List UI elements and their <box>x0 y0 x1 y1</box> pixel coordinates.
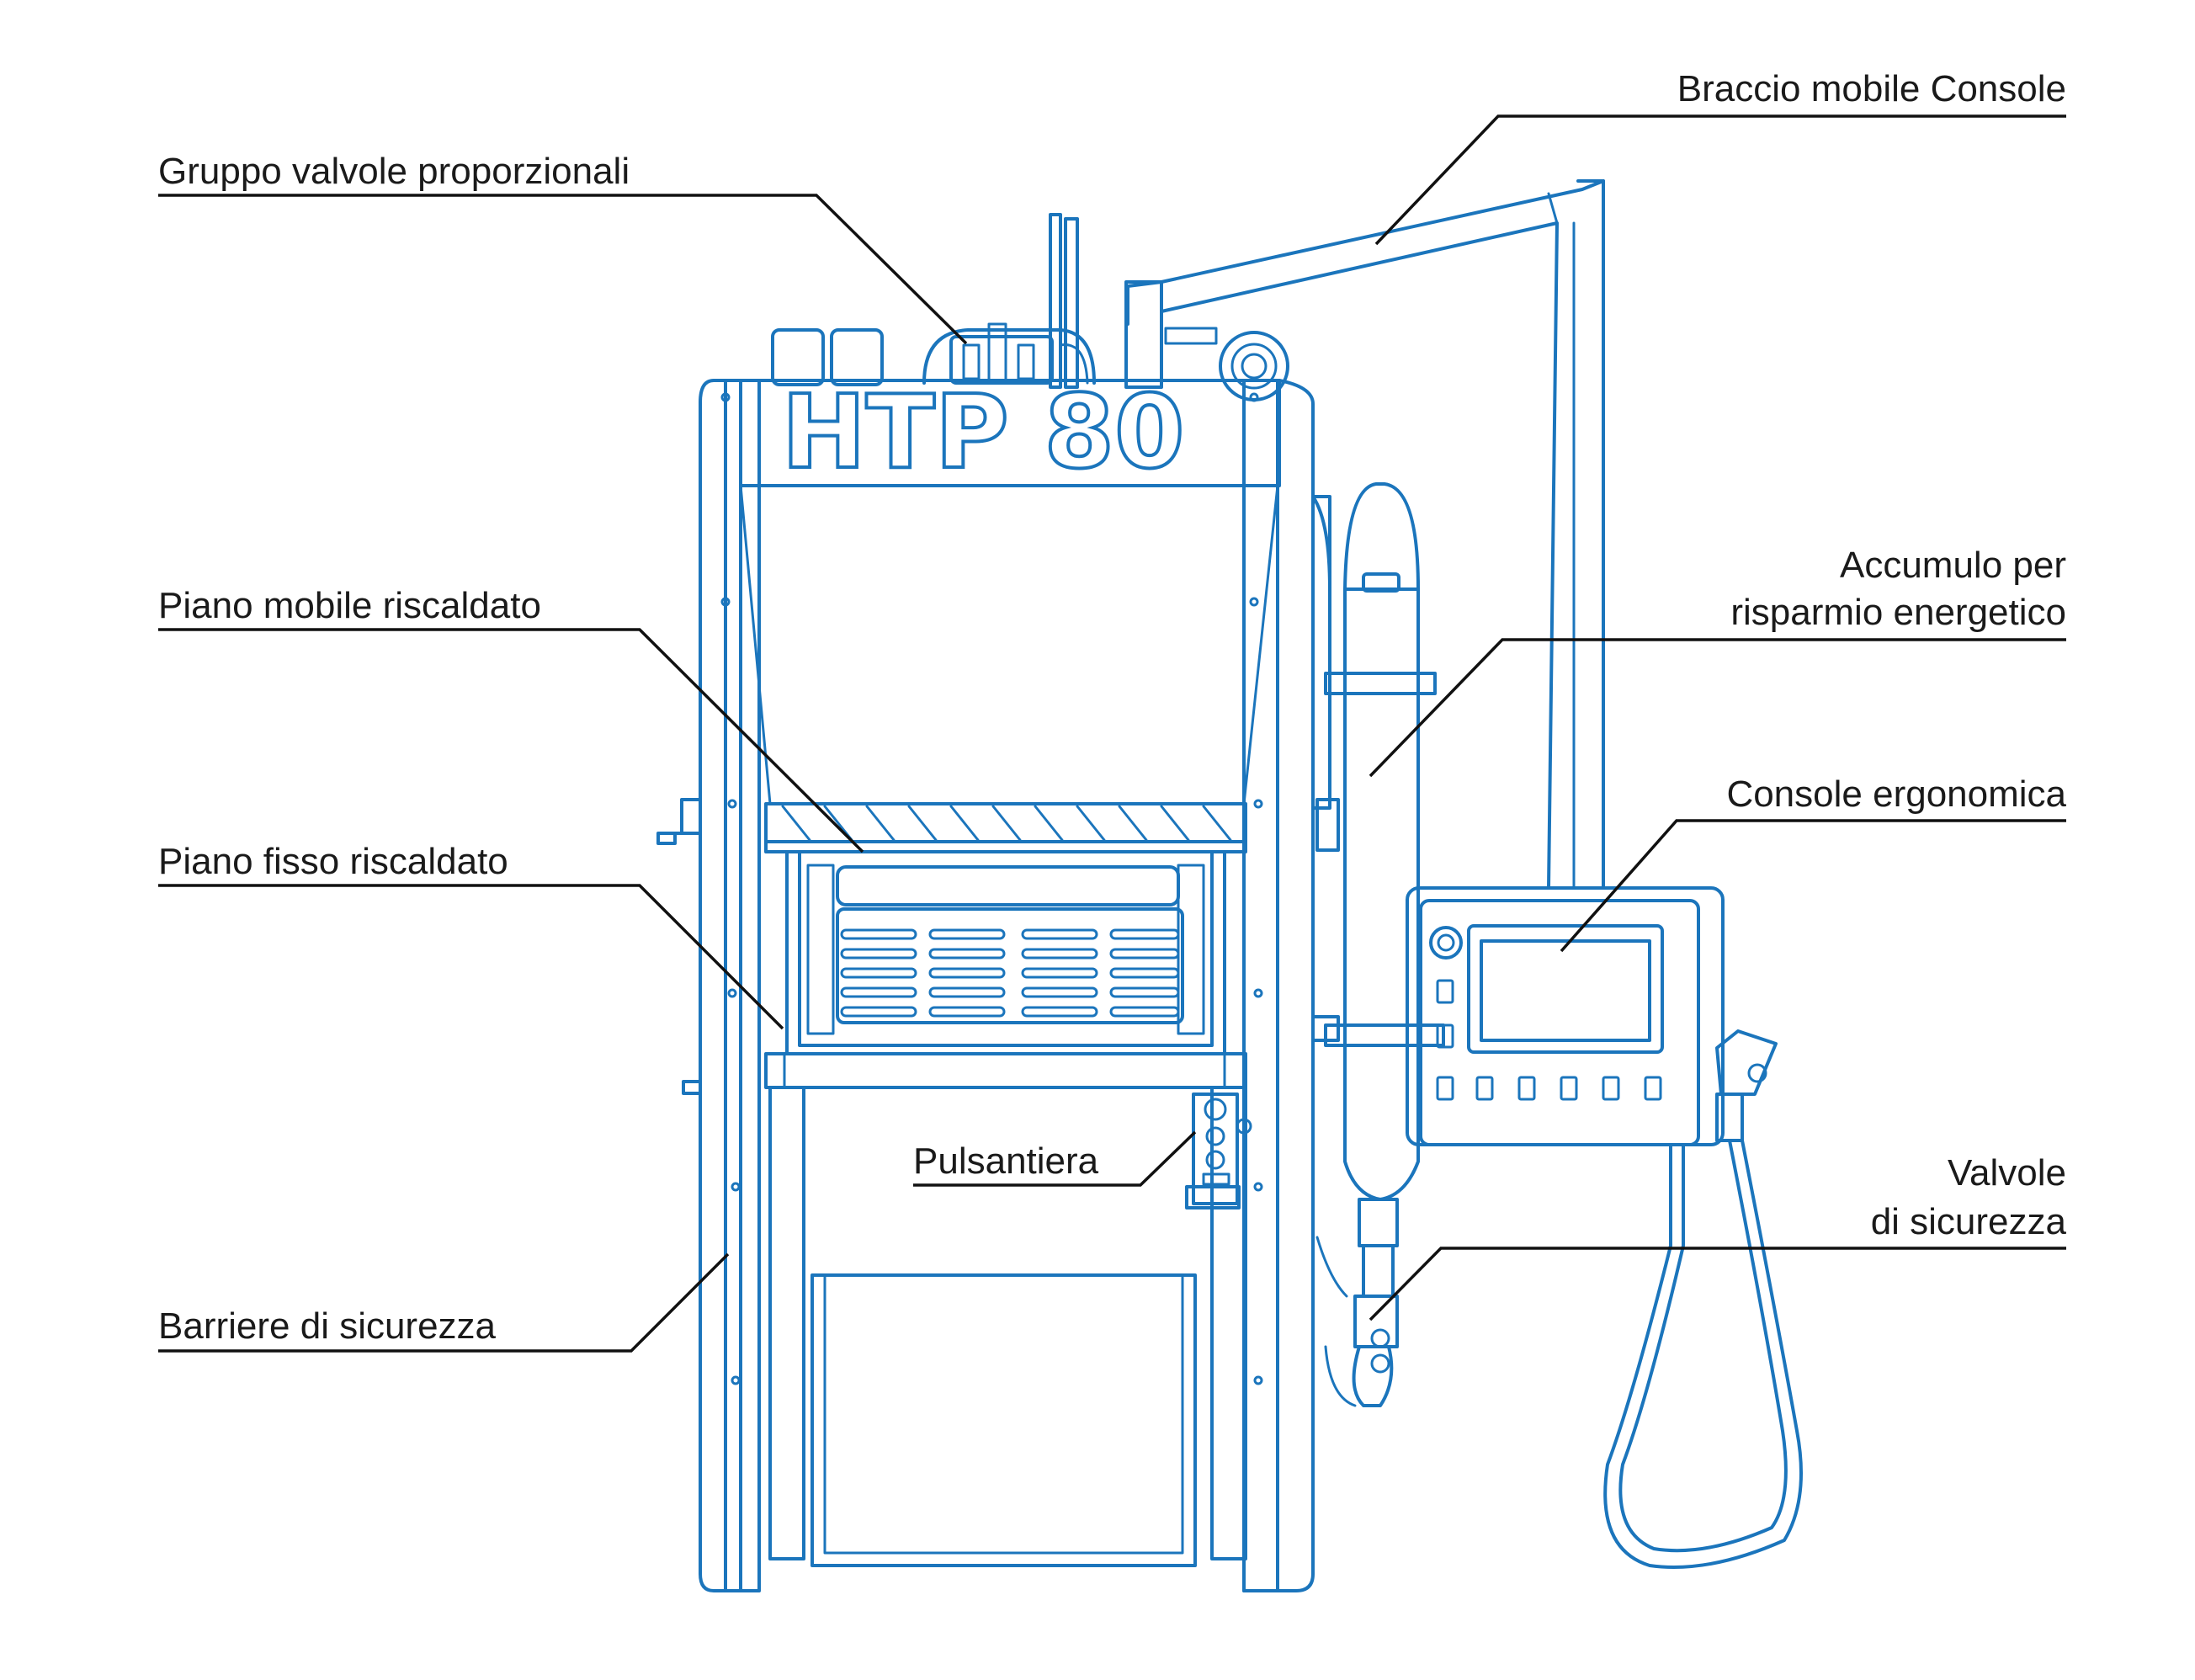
label-piano-fisso: Piano fisso riscaldato <box>158 841 508 882</box>
press-machine: HTP 80 <box>656 179 1803 1592</box>
label-braccio: Braccio mobile Console <box>1677 68 2066 109</box>
label-accumulo-line1: Accumulo per <box>1840 545 2066 586</box>
ergonomic-console <box>1406 886 1803 1569</box>
safety-valves <box>1315 1198 1399 1407</box>
label-barriere: Barriere di sicurezza <box>158 1305 497 1347</box>
label-console: Console ergonomica <box>1726 774 2066 815</box>
label-gruppo-valvole: Gruppo valvole proporzionali <box>158 151 630 192</box>
label-valvole-line2: di sicurezza <box>1871 1201 2067 1242</box>
pushbutton-panel <box>1185 1093 1252 1209</box>
console-arm <box>1126 179 1605 890</box>
label-valvole-line1: Valvole <box>1948 1152 2066 1194</box>
callout-labels: Gruppo valvole proporzionali Piano mobil… <box>158 68 2067 1347</box>
fixed-platen <box>785 850 1226 1055</box>
label-pulsantiera: Pulsantiera <box>913 1140 1099 1182</box>
label-piano-mobile: Piano mobile riscaldato <box>158 585 541 626</box>
brand-label: HTP 80 <box>781 375 1184 492</box>
leader-lines <box>158 114 2066 1353</box>
label-accumulo-line2: risparmio energetico <box>1730 592 2066 633</box>
accumulator <box>1311 482 1445 1201</box>
